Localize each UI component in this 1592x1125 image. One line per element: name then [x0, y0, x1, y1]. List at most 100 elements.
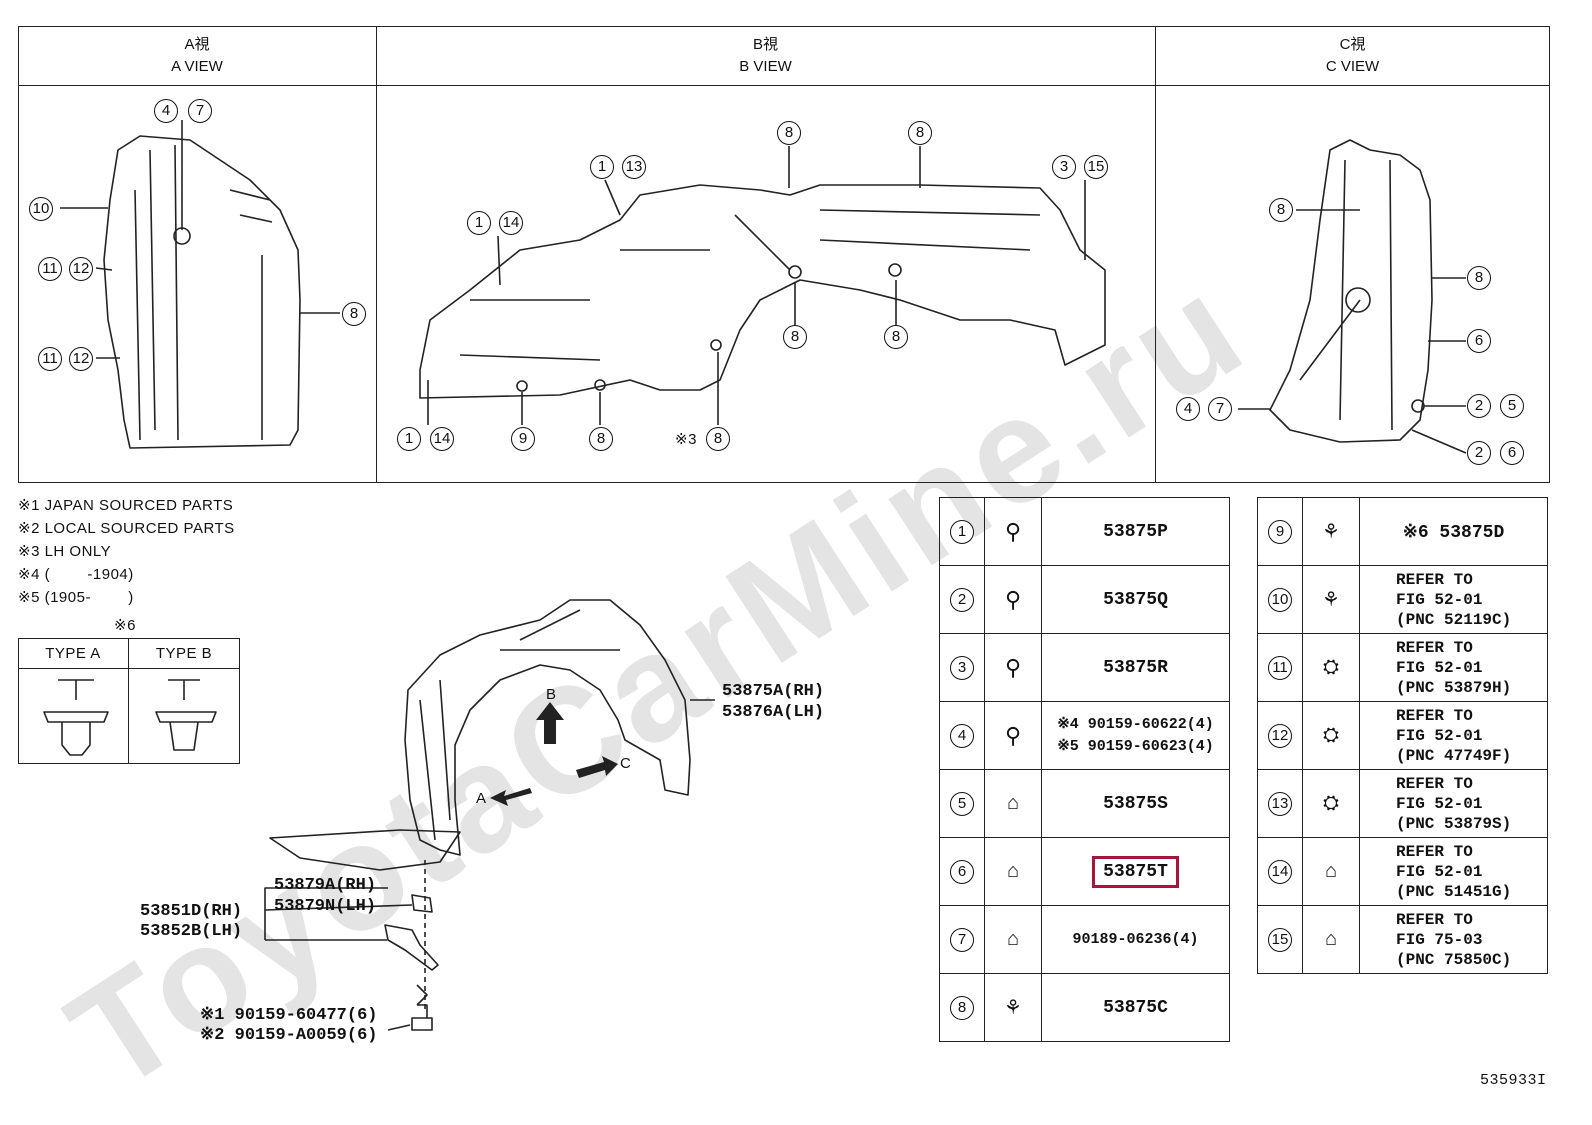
- view-divider-2: [1155, 26, 1156, 483]
- label-liner-rh: 53875A(RH): [722, 682, 825, 701]
- ref-line: REFER TO: [1396, 706, 1473, 725]
- parts-text-15: REFER TO FIG 75-03 (PNC 75850C): [1359, 905, 1548, 974]
- type-table-divider-h: [18, 668, 240, 669]
- callout-c-8b: 8: [1467, 266, 1491, 290]
- parts-text-6-highlighted[interactable]: 53875T: [1092, 855, 1179, 888]
- note-5: ※5 (1905- ): [18, 589, 134, 606]
- callout-b-8f: 8: [706, 427, 730, 451]
- parts-num-11: 11: [1268, 655, 1292, 680]
- retainer-icon: ⛭: [1302, 701, 1360, 770]
- ref-line: FIG 52-01: [1396, 726, 1483, 745]
- callout-c-6: 6: [1467, 329, 1491, 353]
- note-4: ※4 ( -1904): [18, 566, 134, 583]
- label-seal-lh: 53852B(LH): [140, 922, 243, 941]
- note-2: ※2 LOCAL SOURCED PARTS: [18, 520, 235, 537]
- view-a-jp: A視: [184, 36, 210, 53]
- ref-line: REFER TO: [1396, 638, 1473, 657]
- label-liner-lh: 53876A(LH): [722, 703, 825, 722]
- parts-text-5: 53875S: [1041, 769, 1230, 838]
- ref-line: FIG 75-03: [1396, 930, 1483, 949]
- view-c-jp: C視: [1339, 36, 1366, 53]
- ref-line: (PNC 47749F): [1396, 746, 1512, 765]
- note-3: ※3 LH ONLY: [18, 543, 112, 560]
- clip-icon: ⚘: [1302, 497, 1360, 566]
- retainer-icon: ⛭: [1302, 633, 1360, 702]
- diagram-id: 535933I: [1480, 1072, 1547, 1089]
- clip-icon: ⚘: [1302, 565, 1360, 634]
- type-b-label: TYPE B: [155, 645, 213, 662]
- parts-table-right: 9 ⚘ ※6 53875D 10 ⚘ REFER TO FIG 52-01 (P…: [1257, 497, 1548, 974]
- ref-line: FIG 52-01: [1396, 794, 1483, 813]
- parts-text-14: REFER TO FIG 52-01 (PNC 51451G): [1359, 837, 1548, 906]
- view-a-liner-drawing: [103, 135, 301, 449]
- note-1: ※1 JAPAN SOURCED PARTS: [18, 497, 234, 514]
- callout-b-1: 1: [590, 155, 614, 179]
- ref-line: (PNC 52119C): [1396, 610, 1512, 629]
- ref-line: (PNC 51451G): [1396, 882, 1512, 901]
- callout-a-7: 7: [188, 99, 212, 123]
- ref-line: REFER TO: [1396, 570, 1473, 589]
- views-header-divider: [18, 85, 1550, 86]
- callout-c-5: 5: [1500, 394, 1524, 418]
- view-c-liner-drawing: [1269, 139, 1433, 443]
- parts-text-7: 90189-06236(4): [1041, 905, 1230, 974]
- callout-b-14: 14: [499, 211, 523, 235]
- label-bolt-1: ※1 90159-60477(6): [200, 1006, 378, 1025]
- clip-icon: ⚘: [984, 973, 1042, 1042]
- callout-a-4: 4: [154, 99, 178, 123]
- callout-b-13: 13: [622, 155, 646, 179]
- main-liner-drawing: [404, 599, 691, 856]
- parts-text-12: REFER TO FIG 52-01 (PNC 47749F): [1359, 701, 1548, 770]
- view-b-header: B視 B VIEW: [376, 34, 1155, 78]
- view-b-jp: B視: [752, 36, 778, 53]
- ref-line: (PNC 75850C): [1396, 950, 1512, 969]
- view-b-liner-drawing: [419, 184, 1106, 399]
- callout-a-11: 11: [38, 257, 62, 281]
- ref-line: FIG 52-01: [1396, 658, 1483, 677]
- label-bracket-rh: 53879A(RH): [274, 876, 377, 895]
- views-frame: [18, 26, 1550, 483]
- parts-num-1: 1: [950, 519, 974, 544]
- line-art: [43, 120, 1467, 1031]
- type-table: [18, 638, 240, 764]
- parts-num-9: 9: [1268, 519, 1292, 544]
- callout-c-8a: 8: [1269, 198, 1293, 222]
- type-table-mark: ※6: [114, 617, 136, 634]
- retainer-icon: ⛭: [1302, 769, 1360, 838]
- callout-b-9: 9: [511, 427, 535, 451]
- ref-line: REFER TO: [1396, 774, 1473, 793]
- bolt-icon: ⚲: [984, 633, 1042, 702]
- parts-text-8: 53875C: [1041, 973, 1230, 1042]
- parts-table-left: 1 ⚲ 53875P 2 ⚲ 53875Q 3 ⚲ 53875R 4 ⚲ ※4 …: [939, 497, 1230, 1042]
- arrow-label-a: A: [476, 790, 487, 807]
- type-a-label: TYPE A: [45, 645, 101, 662]
- callout-b-8d: 8: [884, 325, 908, 349]
- callout-b-8b: 8: [908, 121, 932, 145]
- callout-b-1b: 1: [467, 211, 491, 235]
- nut-icon: ⌂: [984, 769, 1042, 838]
- nut-icon: ⌂: [1302, 837, 1360, 906]
- parts-text-9: ※6 53875D: [1359, 497, 1548, 566]
- parts-num-4: 4: [950, 723, 974, 748]
- callout-b-8c: 8: [783, 325, 807, 349]
- parts-text-2: 53875Q: [1041, 565, 1230, 634]
- callout-c-2a: 2: [1467, 394, 1491, 418]
- parts-num-10: 10: [1268, 587, 1292, 612]
- callout-a-8: 8: [342, 302, 366, 326]
- arrow-label-c: C: [620, 755, 632, 772]
- label-seal-rh: 53851D(RH): [140, 902, 243, 921]
- view-a-header: A視 A VIEW: [18, 34, 376, 78]
- callout-b-3: 3: [1052, 155, 1076, 179]
- ref-line: FIG 52-01: [1396, 862, 1483, 881]
- view-c-header: C視 C VIEW: [1155, 34, 1550, 78]
- parts-text-1: 53875P: [1041, 497, 1230, 566]
- callout-c-4: 4: [1176, 397, 1200, 421]
- ref-line: FIG 52-01: [1396, 590, 1483, 609]
- ref-line: REFER TO: [1396, 842, 1473, 861]
- parts-num-3: 3: [950, 655, 974, 680]
- bolt-icon: ⚲: [984, 701, 1042, 770]
- parts-num-8: 8: [950, 995, 974, 1020]
- nut-icon: ⌂: [984, 837, 1042, 906]
- parts-text-3: 53875R: [1041, 633, 1230, 702]
- callout-a-11b: 11: [38, 347, 62, 371]
